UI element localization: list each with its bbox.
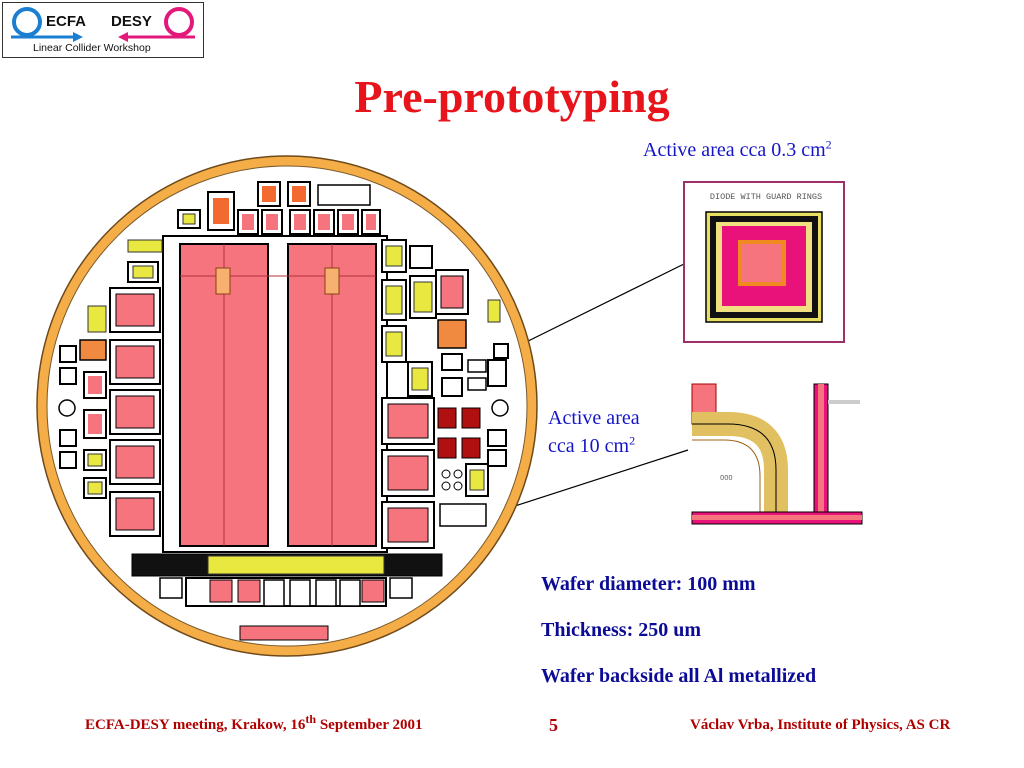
footer-meeting-sup: th bbox=[305, 712, 317, 726]
wafer-die-layout bbox=[58, 181, 509, 641]
slide-title: Pre-prototyping bbox=[354, 71, 670, 122]
logo-left-arrow-icon bbox=[73, 32, 83, 42]
connector-line-small-diode bbox=[509, 261, 689, 351]
footer-author: Václav Vrba, Institute of Physics, AS CR bbox=[690, 717, 951, 733]
active-area-large-label: Active area cca 10 cm2 bbox=[548, 404, 640, 460]
active-area-large-line2: cca 10 cm bbox=[548, 435, 630, 457]
active-area-small-label: Active area cca 0.3 cm2 bbox=[643, 137, 832, 162]
logo-right-ring-icon bbox=[164, 7, 194, 37]
logo-subtitle: Linear Collider Workshop bbox=[33, 42, 151, 54]
logo-left-text: ECFA bbox=[46, 13, 87, 30]
diode-label: DIODE WITH GUARD RINGS bbox=[710, 192, 822, 202]
active-area-small-sup: 2 bbox=[825, 137, 832, 152]
spec-thickness: Thickness: 250 um bbox=[541, 619, 702, 641]
footer-meeting-info: ECFA-DESY meeting, Krakow, 16th Septembe… bbox=[85, 713, 423, 734]
active-area-large-line1: Active area bbox=[548, 407, 640, 429]
logo-graphic bbox=[11, 7, 195, 42]
diode-inset: DIODE WITH GUARD RINGS bbox=[683, 181, 845, 343]
spec-backside: Wafer backside all Al metallized bbox=[541, 665, 817, 687]
footer-meeting-pre: ECFA-DESY meeting, Krakow, 16 bbox=[85, 717, 306, 733]
svg-text:OOO: OOO bbox=[720, 475, 733, 483]
spec-wafer-diameter: Wafer diameter: 100 mm bbox=[541, 573, 756, 595]
guard-ring-corner-inset: OOO bbox=[691, 383, 863, 525]
logo-right-text: DESY bbox=[111, 13, 152, 30]
footer-meeting-post: September 2001 bbox=[316, 717, 423, 733]
active-area-large-sup: 2 bbox=[629, 433, 636, 448]
logo-left-ring-icon bbox=[12, 7, 42, 37]
workshop-logo: ECFA DESY Linear Collider Workshop bbox=[2, 2, 204, 58]
page-number: 5 bbox=[549, 715, 558, 735]
active-area-small-text: Active area cca 0.3 cm bbox=[643, 139, 826, 161]
logo-right-arrow-icon bbox=[118, 32, 128, 42]
